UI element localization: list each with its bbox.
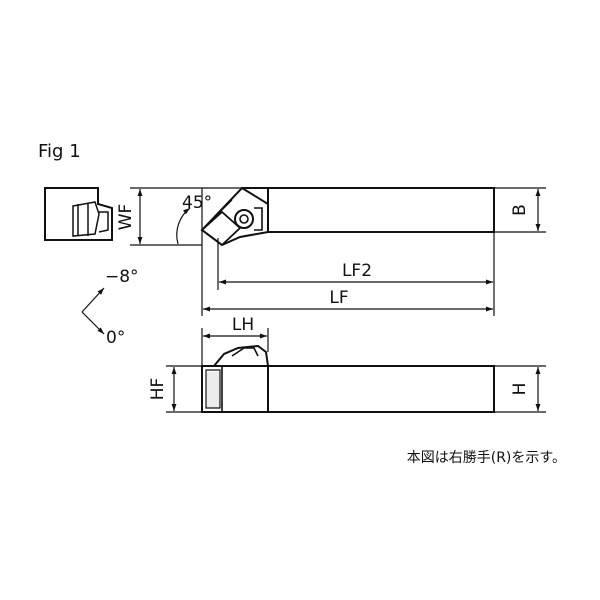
figure-note: 本図は右勝手(R)を示す。: [407, 450, 566, 466]
b-dimension: [494, 187, 546, 233]
lf2-dimension: [217, 232, 495, 316]
approach-angle-label: 45°: [182, 193, 212, 213]
hf-dimension: [166, 365, 202, 413]
rake-negative-label: −8°: [105, 267, 139, 287]
h-label: H: [510, 383, 530, 396]
hf-label: HF: [148, 378, 168, 401]
end-view: [44, 187, 113, 241]
b-label: B: [510, 204, 530, 216]
rake-zero-label: 0°: [106, 328, 125, 348]
lf-dimension: [201, 246, 493, 316]
lh-label: LH: [232, 315, 254, 335]
wf-dimension: [130, 187, 242, 246]
rake-angle-indicator: [81, 287, 105, 335]
lf-label: LF: [329, 288, 348, 308]
figure-label: Fig 1: [38, 141, 81, 162]
side-view-body: [201, 344, 495, 413]
h-dimension: [494, 365, 546, 413]
approach-angle-marking: [176, 188, 233, 246]
lh-dimension: [201, 328, 269, 366]
top-view-body: [200, 186, 495, 247]
wf-label: WF: [116, 204, 136, 231]
lf2-label: LF2: [342, 261, 372, 281]
